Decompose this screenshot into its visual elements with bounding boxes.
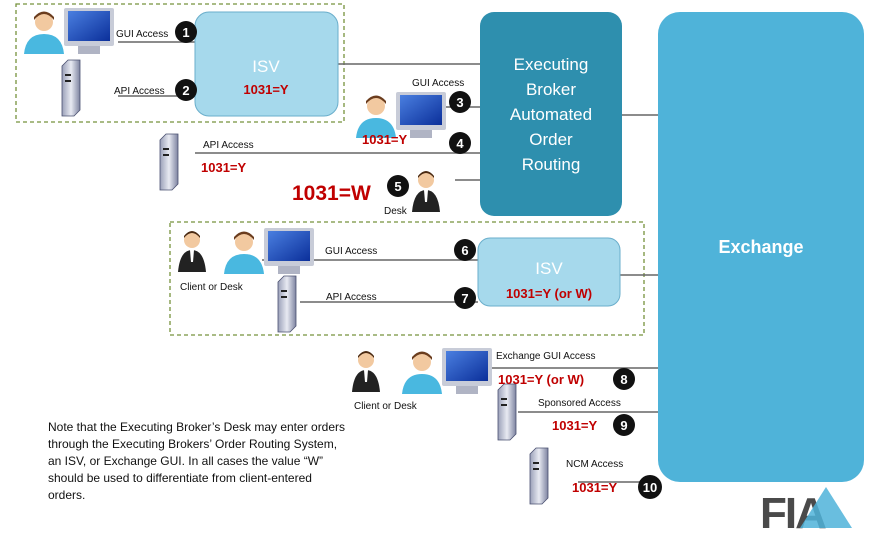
exchange-box[interactable] [658,12,864,482]
code-10: 1031=Y [572,480,618,495]
server-icon [61,59,81,117]
broker-title-line4: Order [529,130,573,149]
label-client-or-desk-mid: Client or Desk [180,282,244,293]
person-computer-icon [24,8,114,54]
svg-text:5: 5 [394,179,401,194]
svg-text:4: 4 [456,136,464,151]
code-3: 1031=Y [362,132,408,147]
person-computer-icon [402,348,492,394]
person-computer-icon [356,92,446,138]
broker-title-line2: Broker [526,80,576,99]
client-person-icon [178,231,206,272]
broker-title-line5: Routing [522,155,581,174]
label-ncm-access: NCM Access [566,459,623,470]
label-api-access-7: API Access [326,292,377,303]
server-icon [277,275,297,333]
label-gui-access-3: GUI Access [412,78,464,89]
exchange-title: Exchange [718,237,803,257]
svg-text:6: 6 [461,243,468,258]
top-group-frame [15,3,345,123]
label-client-or-desk-low: Client or Desk [354,401,418,412]
isv-top-title: ISV [252,57,280,76]
svg-text:2: 2 [182,83,189,98]
code-4: 1031=Y [201,160,247,175]
label-api-access-2: API Access [114,86,165,97]
broker-box[interactable] [480,12,622,216]
number-badge-1: 1 [175,21,197,43]
code-8: 1031=Y (or W) [498,372,584,387]
number-badge-2: 2 [175,79,197,101]
label-exchange-gui-access: Exchange GUI Access [496,351,596,362]
label-gui-access-6: GUI Access [325,246,377,257]
number-badge-5: 5 [387,175,409,197]
isv-top-code: 1031=Y [243,82,289,97]
svg-text:8: 8 [620,372,627,387]
svg-text:3: 3 [456,95,463,110]
desk-person-icon [412,171,440,212]
person-computer-icon [224,228,314,274]
code-9: 1031=Y [552,418,598,433]
number-badge-9: 9 [613,414,635,436]
number-badge-8: 8 [613,368,635,390]
server-icon [529,447,549,505]
number-badge-4: 4 [449,132,471,154]
label-api-access-4: API Access [203,140,254,151]
svg-text:7: 7 [461,291,468,306]
isv-top-box[interactable] [194,11,339,117]
label-sponsored-access: Sponsored Access [538,398,621,409]
svg-text:10: 10 [643,480,657,495]
code-5: 1031=W [292,182,371,205]
number-badge-3: 3 [449,91,471,113]
label-desk: Desk [384,206,408,217]
number-badge-6: 6 [454,239,476,261]
number-badge-7: 7 [454,287,476,309]
broker-title-line1: Executing [514,55,589,74]
note-text: Note that the Executing Broker’s Desk ma… [48,420,346,502]
server-icon [159,133,179,191]
isv-mid-box[interactable] [477,237,621,307]
label-gui-access-1: GUI Access [116,29,168,40]
number-badge-10: 10 [638,475,662,499]
svg-text:1: 1 [182,25,189,40]
svg-text:9: 9 [620,418,627,433]
fia-logo: FIA [760,487,852,533]
isv-mid-code: 1031=Y (or W) [506,286,592,301]
broker-title-line3: Automated [510,105,592,124]
isv-mid-title: ISV [535,259,563,278]
server-icon [497,383,517,441]
client-person-icon [352,351,380,392]
